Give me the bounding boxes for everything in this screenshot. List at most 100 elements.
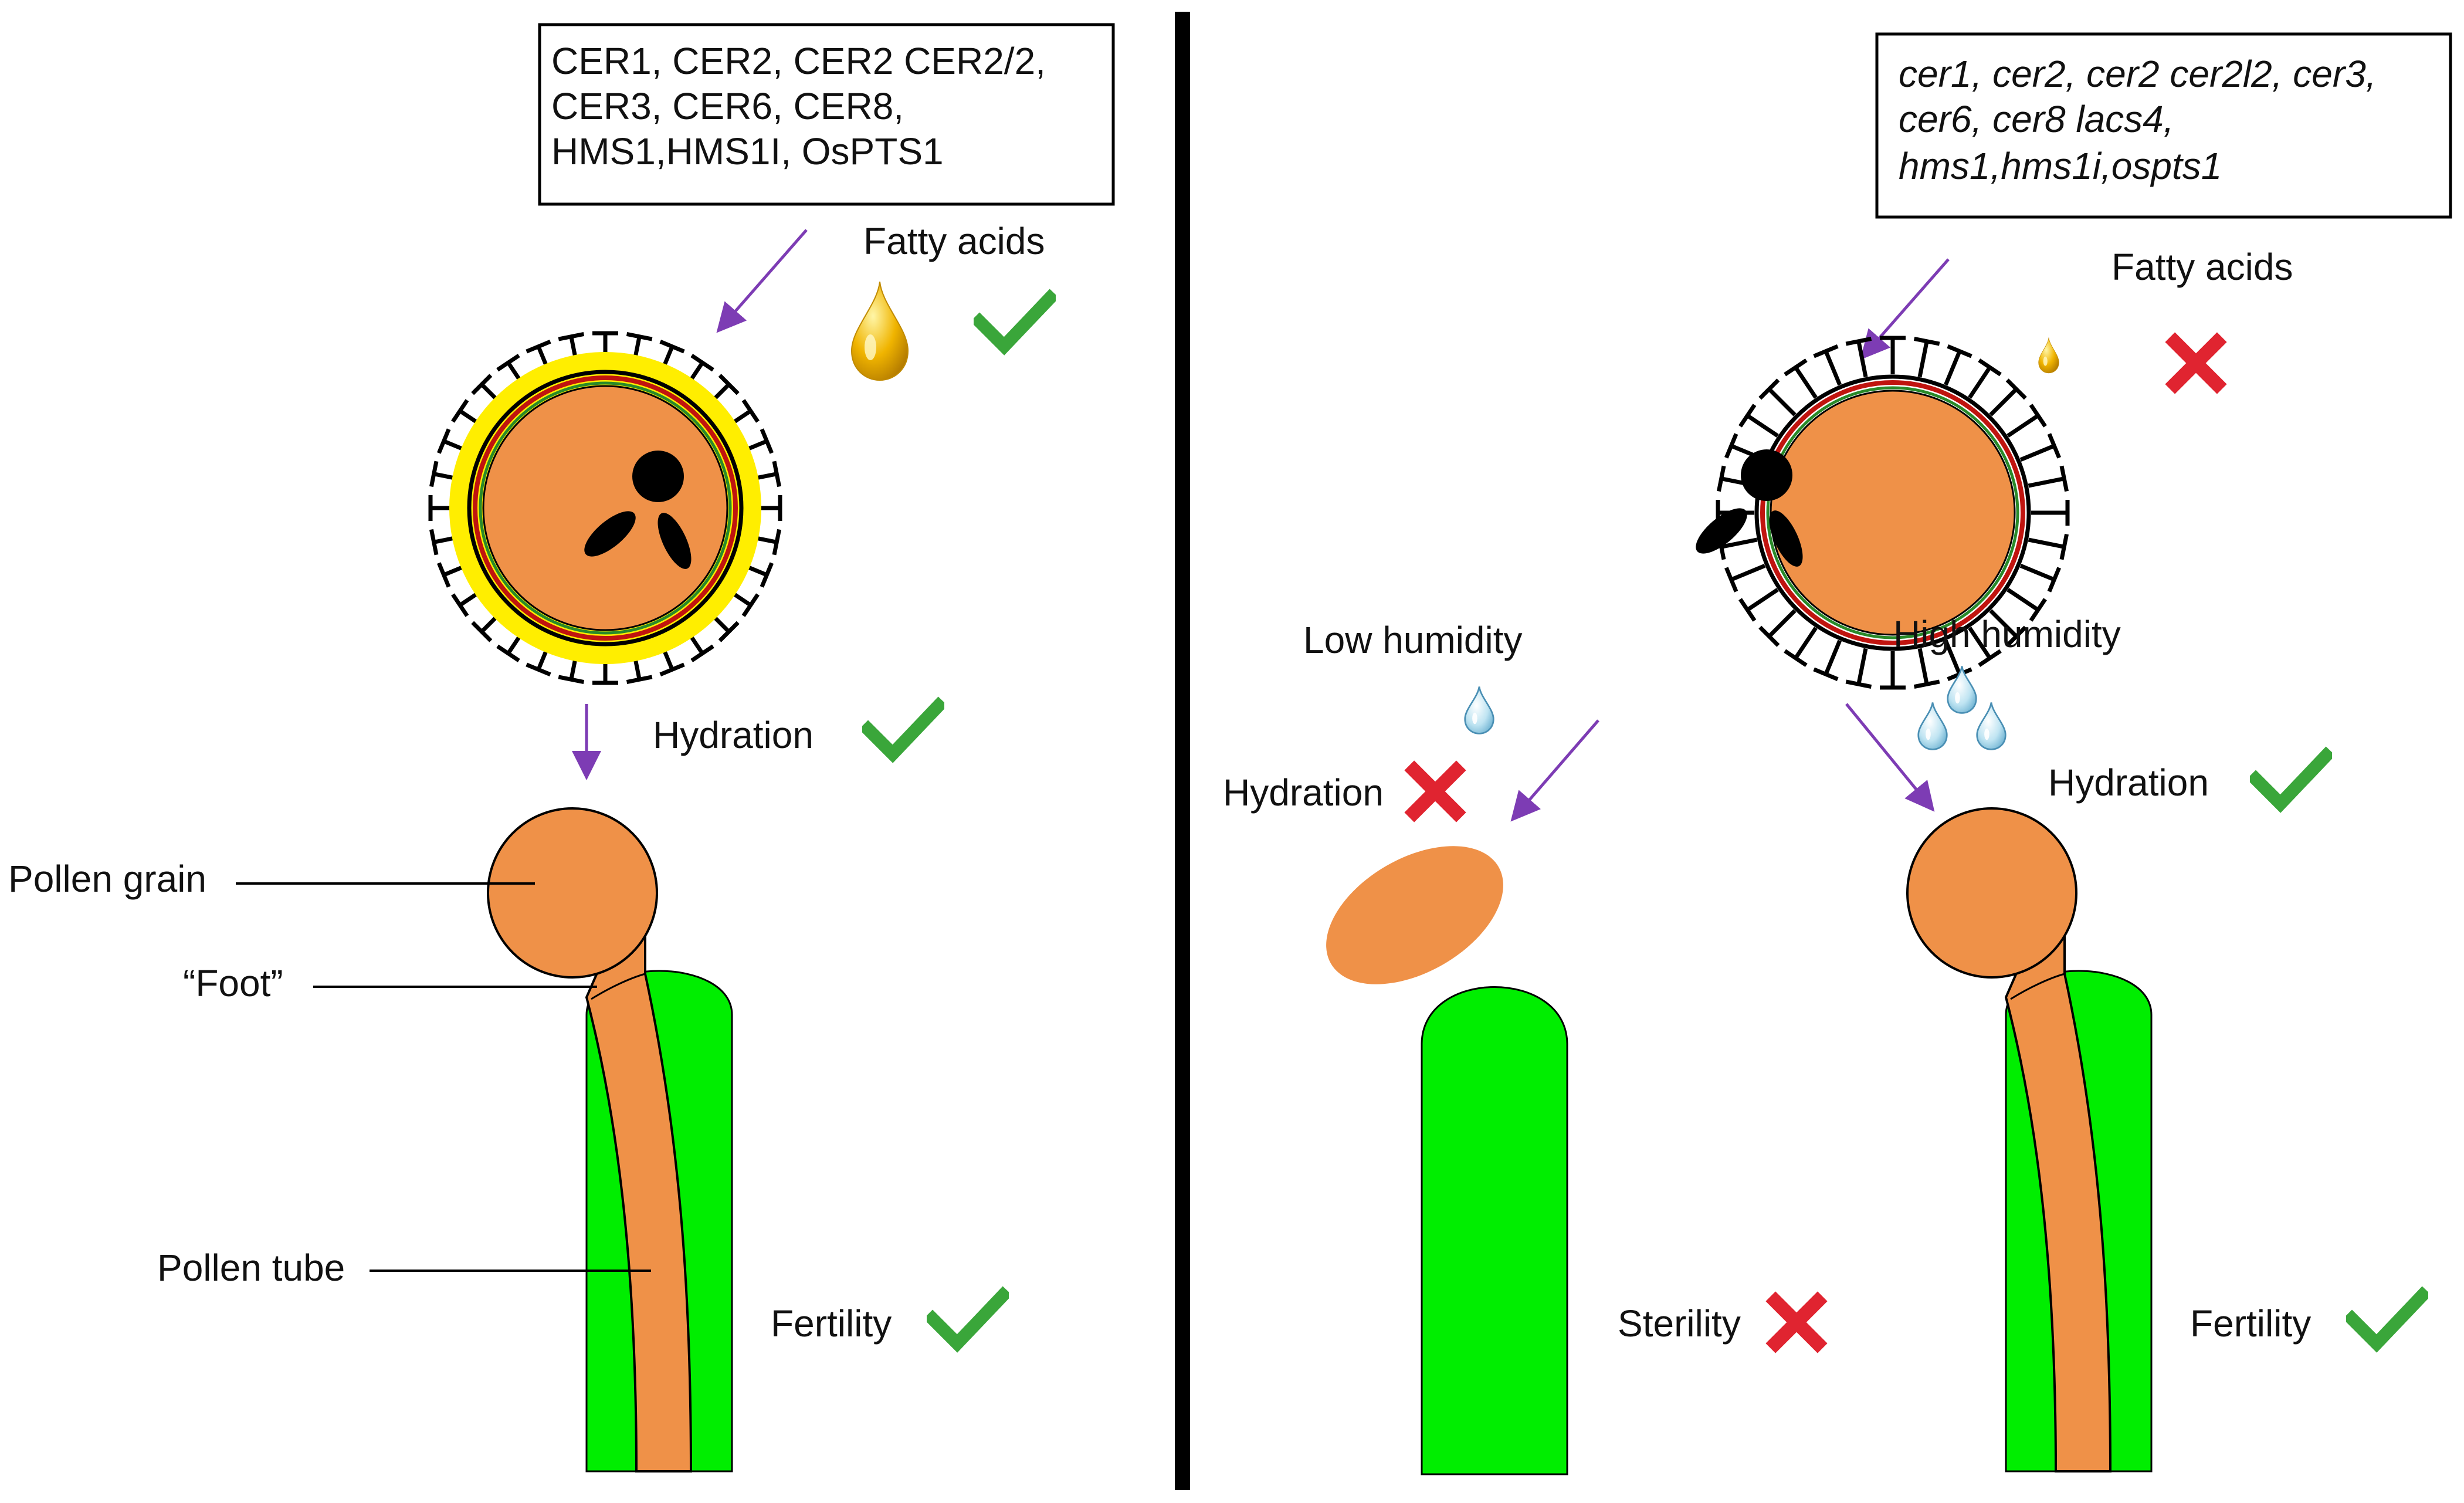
left-genes-line-2: CER3, CER6, CER8, — [551, 85, 904, 127]
exine-spike-cap — [1724, 567, 1738, 593]
check-icon — [980, 298, 1050, 346]
exine-spike-cap — [1978, 649, 2002, 667]
low-humidity-stigma — [1421, 986, 1568, 1475]
check-icon — [868, 706, 938, 754]
exine-spike-cap — [626, 332, 653, 341]
left-panel: CER1, CER2, CER2 CER2/2, CER3, CER6, CER… — [8, 23, 1115, 1472]
left-pollen-grain-small — [487, 807, 658, 979]
exine-spike-cap — [496, 644, 520, 662]
exine-spike-cap — [760, 428, 774, 454]
unhydrated-pollen-grain — [1326, 846, 1503, 984]
exine-spike — [1746, 585, 1783, 612]
oil-drop-icon — [851, 282, 909, 381]
low-humidity-label: Low humidity — [1303, 619, 1523, 661]
exine-spike — [1746, 414, 1783, 441]
exine-spike-cap — [2047, 567, 2061, 593]
exine-spike-cap — [1813, 344, 1839, 358]
left-hydration-label: Hydration — [653, 714, 814, 756]
hydrated-pollen-grain — [1906, 807, 2077, 979]
exine-spike-cap — [526, 340, 551, 354]
exine-spike-cap — [1784, 358, 1808, 377]
exine-spike-cap — [659, 340, 685, 354]
exine-spike-cap — [741, 593, 760, 617]
exine-spike — [1985, 387, 2018, 420]
exine-spike — [1730, 562, 1770, 582]
water-drop-icon — [1976, 702, 2007, 750]
exine-spike-cap — [437, 562, 451, 588]
exine-spike — [2002, 414, 2039, 441]
left-pollen-grain-large — [428, 331, 782, 685]
exine-spike-cap — [451, 593, 469, 617]
water-drop-icon — [1464, 686, 1494, 734]
exine-spike-cap — [558, 675, 585, 684]
right-fertility-label: Fertility — [2190, 1302, 2311, 1345]
exine-spike — [1942, 635, 1962, 675]
water-drop-icon — [1917, 702, 1948, 750]
exine-spike-cap — [1717, 465, 1726, 492]
exine-spike-cap — [2059, 533, 2069, 560]
exine-spike — [2015, 562, 2055, 582]
exine-spike — [1824, 350, 1843, 390]
right-genes-line-2: cer6, cer8 lacs4, — [1899, 98, 2174, 140]
exine-spike — [2023, 537, 2065, 549]
right-fatty-acids-label: Fatty acids — [2111, 246, 2293, 288]
exine-spike — [1767, 605, 1800, 638]
exine-spike-cap — [718, 621, 740, 642]
high-humidity-pollen-tube — [2004, 913, 2112, 1472]
high-humidity-label: High humidity — [1893, 613, 2121, 655]
right-hydration-high-label: Hydration — [2048, 761, 2209, 804]
exine-spike-cap — [772, 461, 781, 488]
exine-spike-cap — [1947, 344, 1972, 358]
exine-spike — [1917, 341, 1929, 382]
exine-spike-cap — [526, 662, 551, 676]
right-arrow-high-humidity — [1845, 703, 1935, 812]
exine-spike-cap — [429, 529, 439, 556]
exine-spike-cap — [1738, 404, 1757, 428]
exine-spike-cap — [626, 675, 653, 684]
exine-spike-cap — [760, 562, 774, 588]
exine-spike — [1767, 387, 1800, 420]
foot-callout-label: “Foot” — [183, 962, 283, 1004]
exine-spike — [1965, 366, 1992, 403]
exine-spike-cap — [437, 428, 451, 454]
exine-spike-cap — [2047, 433, 2061, 459]
exine-spike-cap — [451, 399, 469, 423]
exine-spike — [1794, 366, 1821, 403]
oil-drop-icon — [2038, 337, 2059, 374]
right-arrow-box-to-pollen — [1860, 258, 1950, 360]
exine-spike-cap — [1913, 679, 1940, 689]
check-icon — [2256, 756, 2326, 804]
pollen-tube-callout-label: Pollen tube — [157, 1247, 345, 1289]
exine-spike-cap — [2029, 404, 2047, 428]
exine-spike-cap — [2005, 625, 2027, 647]
exine-spike-cap — [429, 461, 439, 488]
left-fatty-acids-label: Fatty acids — [863, 220, 1045, 262]
exine-spike-cap — [558, 332, 585, 341]
exine-spike-cap — [1784, 649, 1808, 667]
exine-spike-cap — [718, 374, 740, 395]
exine-spike — [2015, 444, 2055, 463]
check-icon — [933, 1295, 1003, 1343]
left-genes-line-1: CER1, CER2, CER2 CER2/2, — [551, 40, 1046, 82]
left-genes-box — [538, 23, 1115, 206]
exine-spike — [1824, 635, 1843, 675]
exine-spike-cap — [471, 374, 493, 395]
exine-spike-cap — [1758, 378, 1780, 400]
left-genes-line-3: HMS1,HMS1I, OsPTS1 — [551, 130, 944, 172]
exine-spike-cap — [1913, 337, 1940, 346]
exine-spike-cap — [2005, 378, 2027, 400]
water-drop-icon — [1947, 666, 1977, 714]
exine-spike — [1917, 643, 1929, 685]
exine-spike-cap — [690, 354, 714, 372]
foot-divider-line — [591, 973, 646, 1000]
left-pollen-tube — [585, 913, 693, 1472]
exine-spike-cap — [2029, 598, 2047, 622]
exine-spike-cap — [659, 662, 685, 676]
left-fertility-label: Fertility — [771, 1302, 892, 1345]
exine-spike — [1965, 622, 1992, 659]
right-pollen-grain-large — [1696, 336, 2070, 690]
exine-spike-cap — [741, 399, 760, 423]
exine-spike — [1985, 605, 2018, 638]
pollen-grain-callout-label: Pollen grain — [8, 858, 206, 900]
